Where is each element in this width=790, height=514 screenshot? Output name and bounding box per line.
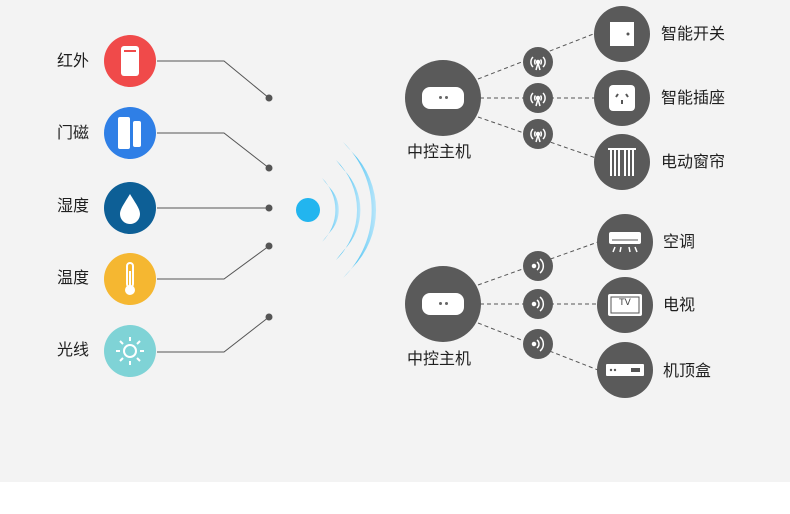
sensor-label-humidity: 湿度 [57, 196, 90, 215]
infrared-sensor-icon [104, 35, 156, 87]
junction-dot-3 [265, 204, 273, 212]
air-conditioner-icon [597, 214, 653, 270]
control-hub-2 [405, 266, 481, 342]
switch-icon [594, 6, 650, 62]
wifi-signal-icon [523, 83, 553, 113]
socket-icon [594, 70, 650, 126]
infrared-signal-icon [523, 329, 553, 359]
sensor-label-infrared: 红外 [57, 51, 90, 70]
junction-dot-4 [265, 242, 273, 250]
sun-icon [104, 325, 156, 377]
control-hub-1 [405, 60, 481, 136]
sensor-label-temperature: 温度 [57, 268, 90, 287]
sensor-label-light: 光线 [57, 340, 90, 359]
link-sensor-1 [157, 60, 270, 99]
link-sensor-2 [157, 132, 270, 169]
sensor-label-door: 门磁 [57, 123, 90, 142]
curtain-icon [594, 134, 650, 190]
device-label-air-conditioner: 空调 [663, 232, 696, 251]
wireless-waves-icon [296, 142, 377, 278]
infrared-signal-icon [523, 289, 553, 319]
infrared-signal-icon [523, 251, 553, 281]
hub-device-icon [422, 87, 464, 109]
junction-dot-5 [265, 313, 273, 321]
wifi-signal-icon [523, 47, 553, 77]
set-top-box-icon [597, 342, 653, 398]
tv-screen-text: TV [619, 298, 631, 308]
hub-device-icon [422, 293, 464, 315]
device-label-smart-switch: 智能开关 [661, 24, 726, 43]
hub-2-label: 中控主机 [407, 349, 472, 368]
link-sensor-4 [157, 245, 270, 280]
door-sensor-icon [104, 107, 156, 159]
device-label-electric-curtain: 电动窗帘 [661, 152, 726, 171]
thermometer-icon [104, 253, 156, 305]
link-sensor-5 [157, 316, 270, 353]
device-label-tv: 电视 [663, 295, 696, 314]
junction-dot-2 [265, 164, 273, 172]
device-label-smart-socket: 智能插座 [661, 88, 726, 107]
wifi-signal-icon [523, 119, 553, 149]
water-drop-icon [104, 182, 156, 234]
tv-icon: TV [597, 277, 653, 333]
junction-dot-1 [265, 94, 273, 102]
hub-1-label: 中控主机 [407, 142, 472, 161]
device-label-set-top-box: 机顶盒 [663, 361, 712, 380]
